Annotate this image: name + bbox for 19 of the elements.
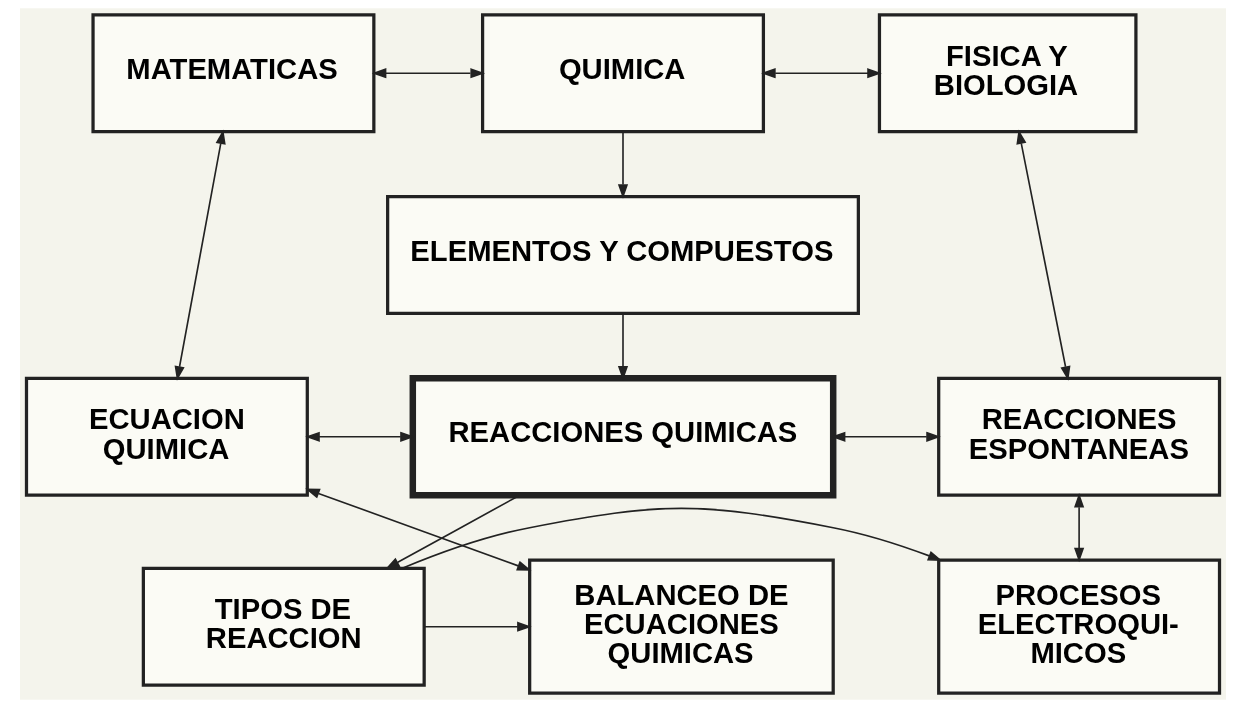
arrow	[1073, 492, 1084, 563]
node-box: QUIMICA	[480, 13, 765, 134]
node-box: TIPOS DE REACCION	[141, 566, 426, 687]
arrow	[401, 507, 942, 569]
arrow	[1015, 129, 1070, 381]
arrow	[617, 131, 628, 199]
node-box: REACCIONES QUIMICAS	[409, 375, 836, 499]
arrow	[371, 68, 485, 79]
node-box: REACCIONES ESPONTANEAS	[936, 376, 1221, 497]
arrow	[760, 68, 882, 79]
node-box: MATEMATICAS	[90, 13, 375, 134]
node-box: FISICA Y BIOLOGIA	[877, 13, 1138, 134]
arrow	[304, 488, 532, 571]
arrow	[423, 621, 532, 632]
node-box: ELEMENTOS Y COMPUESTOS	[385, 194, 860, 316]
arrow	[174, 129, 226, 381]
node-box: ECUACION QUIMICA	[24, 376, 309, 497]
node-box: PROCESOS ELECTROQUI- MICOS	[936, 558, 1221, 695]
node-box: BALANCEO DE ECUACIONES QUIMICAS	[527, 558, 835, 695]
